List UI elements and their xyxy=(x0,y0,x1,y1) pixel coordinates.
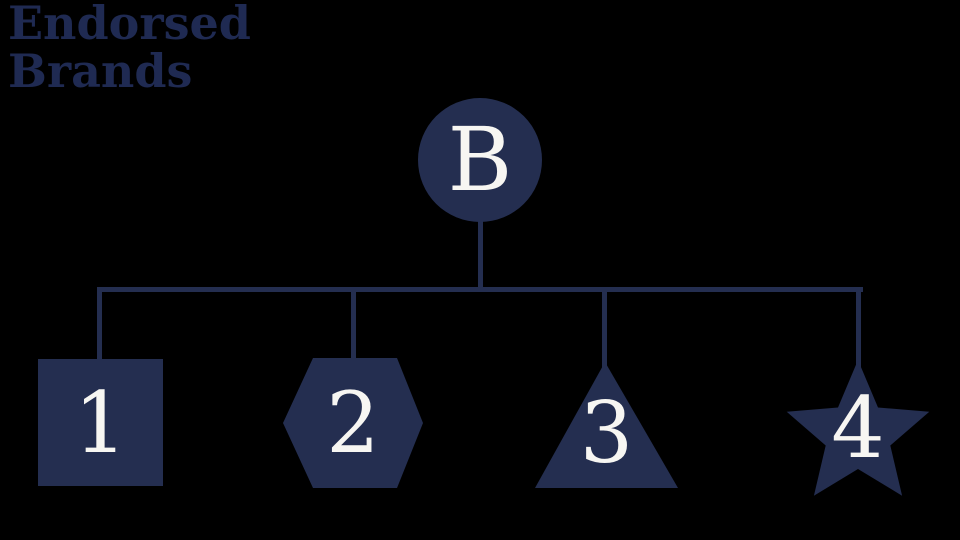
brand-4-label: 4 xyxy=(831,379,885,477)
hexagon-shape xyxy=(283,358,423,488)
node-brand-2-hexagon: 2 xyxy=(283,358,423,488)
connector-drop-square xyxy=(97,290,102,362)
node-brand-3-triangle: 3 xyxy=(535,362,678,488)
triangle-shape xyxy=(535,362,678,488)
connector-drop-triangle xyxy=(602,290,607,372)
connector-bar xyxy=(97,287,863,292)
connector-trunk xyxy=(478,221,483,292)
root-node-label: B xyxy=(447,108,513,211)
brand-3-label: 3 xyxy=(579,384,634,482)
page-title: Endorsed Brands xyxy=(8,0,251,96)
brand-1-label: 1 xyxy=(73,373,128,472)
title-line-2: Brands xyxy=(8,43,193,98)
connector-drop-hexagon xyxy=(351,290,356,361)
brand-2-label: 2 xyxy=(326,374,380,472)
title-line-1: Endorsed xyxy=(8,0,251,50)
node-root-circle: B xyxy=(418,98,542,222)
star-shape xyxy=(786,360,930,496)
node-brand-4-star: 4 xyxy=(783,360,933,496)
node-brand-1-square: 1 xyxy=(38,359,163,486)
connector-drop-star xyxy=(856,290,861,368)
